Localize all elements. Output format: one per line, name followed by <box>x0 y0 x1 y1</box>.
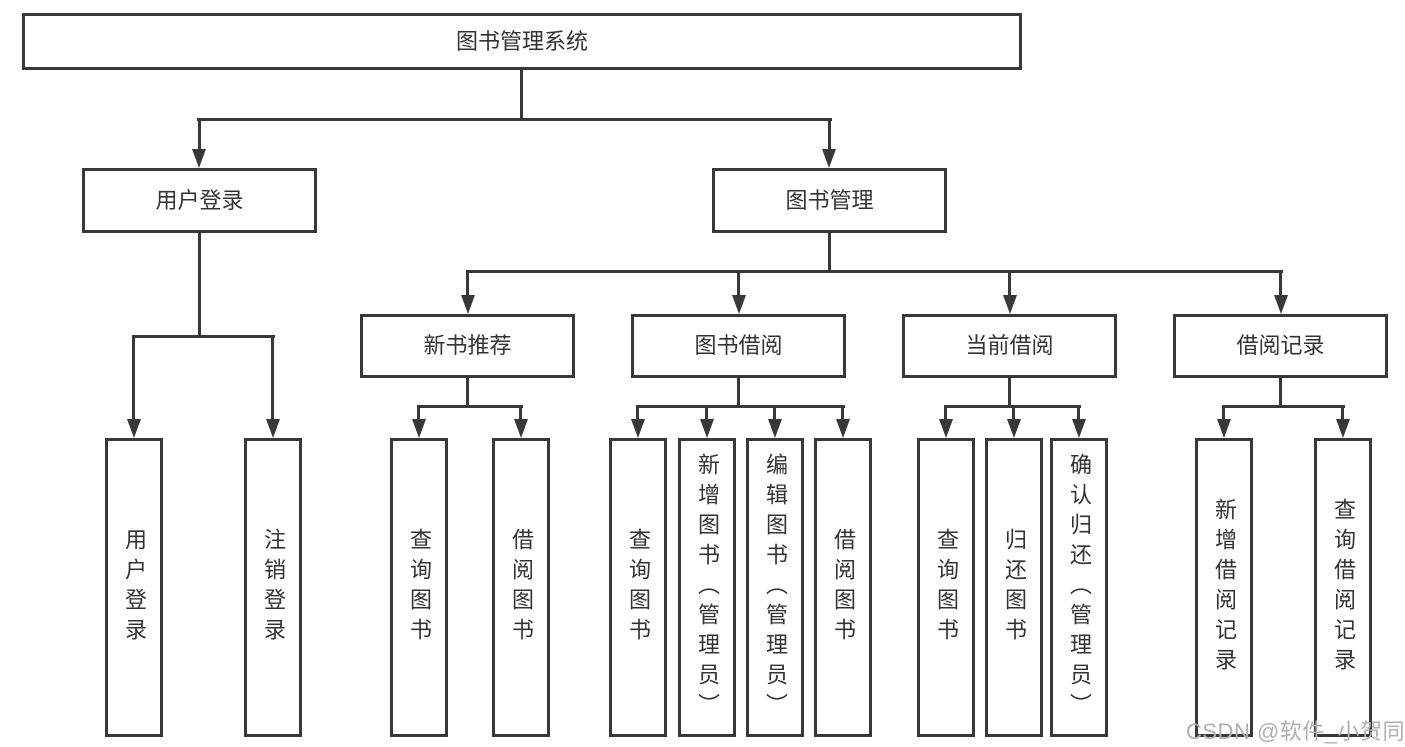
connector-arrow <box>1007 419 1021 438</box>
leaf-label: 借阅图书 <box>831 527 856 648</box>
node-label: 图书管理系统 <box>455 28 588 54</box>
leaf-confirm-return-admin: 确认归还（管理员） <box>1050 438 1108 737</box>
connector-line <box>1222 405 1345 408</box>
node-library-system: 图书管理系统 <box>22 13 1022 70</box>
leaf-query-books-2: 查询图书 <box>609 438 667 737</box>
leaf-label: 注销登录 <box>261 527 286 648</box>
leaf-return-books: 归还图书 <box>985 438 1043 737</box>
connector-line <box>1008 378 1011 408</box>
leaf-label: 新增借阅记录 <box>1212 497 1237 678</box>
connector-line <box>466 378 469 408</box>
connector-line <box>1077 408 1080 421</box>
node-book-borrowing: 图书借阅 <box>631 314 846 378</box>
connector-arrow <box>631 419 645 438</box>
connector-line <box>132 335 275 338</box>
connector-line <box>519 408 522 421</box>
node-borrowing-records: 借阅记录 <box>1173 314 1388 378</box>
connector-arrow <box>1274 295 1288 314</box>
connector-line <box>197 118 832 121</box>
connector-line <box>737 378 740 408</box>
connector-line <box>1341 408 1344 421</box>
leaf-label: 查询图书 <box>626 527 651 648</box>
leaf-query-books-3: 查询图书 <box>917 438 975 737</box>
connector-line <box>466 273 469 297</box>
node-label: 当前借阅 <box>965 333 1054 358</box>
leaf-label: 查询图书 <box>407 527 432 648</box>
node-label: 图书借阅 <box>694 333 783 358</box>
connector-line <box>636 405 845 408</box>
connector-arrow <box>836 419 850 438</box>
connector-line <box>636 408 639 421</box>
connector-line <box>417 408 420 421</box>
leaf-add-books-admin: 新增图书（管理员） <box>678 438 736 737</box>
connector-arrow <box>700 419 714 438</box>
leaf-label: 借阅图书 <box>509 527 534 648</box>
connector-line <box>198 118 201 151</box>
leaf-label: 新增图书（管理员） <box>695 452 720 723</box>
node-book-management: 图书管理 <box>712 168 947 233</box>
connector-arrow <box>822 149 836 168</box>
watermark: CSDN @软件_小贺同学 <box>1186 719 1405 744</box>
connector-arrow <box>1217 419 1231 438</box>
connector-line <box>828 233 831 273</box>
leaf-label: 归还图书 <box>1002 527 1027 648</box>
connector-line <box>417 405 523 408</box>
connector-line <box>466 270 1283 273</box>
connector-arrow <box>514 419 528 438</box>
connector-arrow <box>1003 295 1017 314</box>
leaf-borrow-books: 借阅图书 <box>492 438 550 737</box>
connector-line <box>773 408 776 421</box>
connector-line <box>1279 273 1282 297</box>
connector-arrow <box>412 419 426 438</box>
node-label: 用户登录 <box>155 187 244 213</box>
connector-arrow <box>127 419 141 438</box>
leaf-logout: 注销登录 <box>244 438 302 737</box>
connector-line <box>705 408 708 421</box>
connector-line <box>1012 408 1015 421</box>
leaf-label: 查询图书 <box>934 527 959 648</box>
node-new-book-recommendation: 新书推荐 <box>360 314 575 378</box>
connector-line <box>828 118 831 151</box>
connector-arrow <box>266 419 280 438</box>
connector-arrow <box>1072 419 1086 438</box>
connector-line <box>132 338 135 420</box>
leaf-edit-books-admin: 编辑图书（管理员） <box>746 438 804 737</box>
connector-line <box>1008 273 1011 297</box>
leaf-add-borrow-record: 新增借阅记录 <box>1195 438 1253 737</box>
connector-arrow <box>192 149 206 168</box>
connector-arrow <box>939 419 953 438</box>
leaf-query-books: 查询图书 <box>390 438 448 737</box>
connector-line <box>1279 378 1282 408</box>
node-label: 借阅记录 <box>1236 333 1325 358</box>
leaf-user-login: 用户登录 <box>105 438 163 737</box>
node-current-borrowing: 当前借阅 <box>902 314 1117 378</box>
connector-arrow <box>768 419 782 438</box>
connector-line <box>1222 408 1225 421</box>
connector-line <box>737 273 740 297</box>
connector-line <box>841 408 844 421</box>
connector-line <box>271 338 274 420</box>
leaf-borrow-books-2: 借阅图书 <box>814 438 872 737</box>
leaf-label: 确认归还（管理员） <box>1067 452 1092 723</box>
node-label: 图书管理 <box>785 187 874 213</box>
connector-arrow <box>732 295 746 314</box>
leaf-query-borrow-record: 查询借阅记录 <box>1314 438 1372 737</box>
node-label: 新书推荐 <box>423 333 512 358</box>
leaf-label: 用户登录 <box>122 527 147 648</box>
connector-arrow <box>461 295 475 314</box>
connector-line <box>520 70 523 118</box>
leaf-label: 编辑图书（管理员） <box>763 452 788 723</box>
leaf-label: 查询借阅记录 <box>1331 497 1356 678</box>
connector-line <box>944 408 947 421</box>
connector-line <box>944 405 1081 408</box>
node-user-login: 用户登录 <box>82 168 317 233</box>
connector-line <box>198 233 201 338</box>
connector-arrow <box>1336 419 1350 438</box>
